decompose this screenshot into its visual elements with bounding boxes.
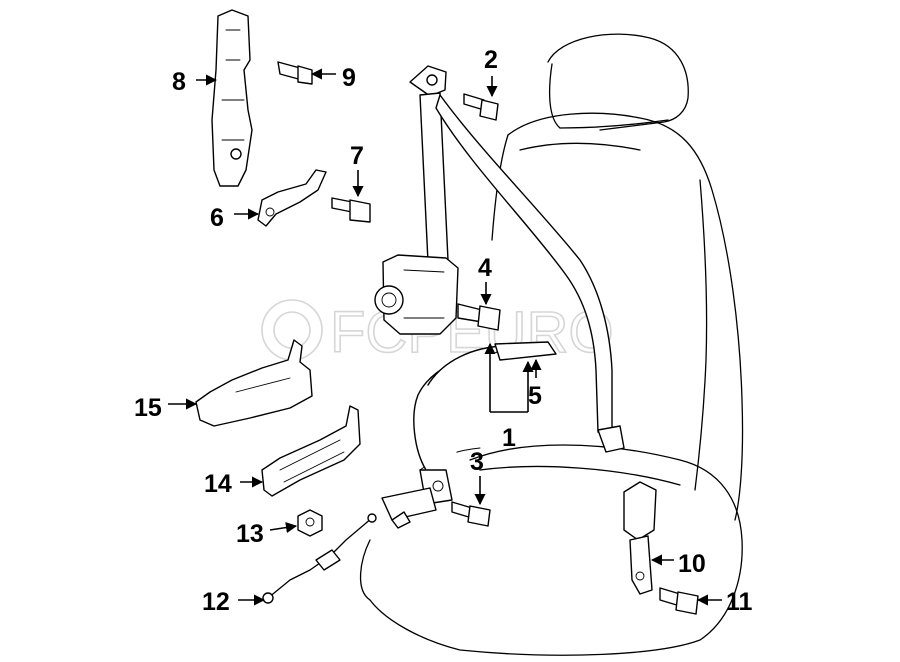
callout-9: 9: [342, 64, 356, 92]
callout-1: 1: [502, 424, 516, 452]
callout-13: 13: [236, 520, 264, 548]
belt-assembly: [374, 65, 625, 529]
bolt-part-3: [451, 501, 491, 527]
leader-13: [269, 521, 298, 534]
callout-8: 8: [172, 68, 186, 96]
buckle-part-10: [623, 481, 657, 595]
cover-part-15: [195, 339, 313, 427]
callout-11: 11: [726, 588, 753, 616]
callout-14: 14: [204, 470, 232, 498]
bolt-part-11: [659, 587, 699, 615]
callout-7: 7: [350, 142, 364, 170]
callout-10: 10: [678, 550, 706, 578]
cable-part-12: [262, 513, 377, 604]
callout-2: 2: [484, 46, 498, 74]
nut-part-13: [297, 509, 323, 537]
callout-5: 5: [528, 382, 542, 410]
callout-labels: 8 9 2 7 6 4 5 1 15 14 13 12 3 10 11: [134, 46, 753, 616]
callout-12: 12: [202, 588, 230, 616]
callout-4: 4: [478, 254, 492, 282]
upper-rail-part: [211, 9, 253, 187]
guide-part-14: [261, 405, 361, 497]
callout-6: 6: [210, 204, 224, 232]
bolt-part-2: [463, 93, 499, 121]
callout-3: 3: [470, 448, 484, 476]
bolt-part-7: [331, 197, 371, 223]
leader-lines: [168, 68, 722, 606]
bolt-part-9: [277, 61, 313, 85]
bolt-part-4: [457, 303, 501, 331]
bracket-part-6: [257, 169, 327, 227]
callout-15: 15: [134, 394, 162, 422]
